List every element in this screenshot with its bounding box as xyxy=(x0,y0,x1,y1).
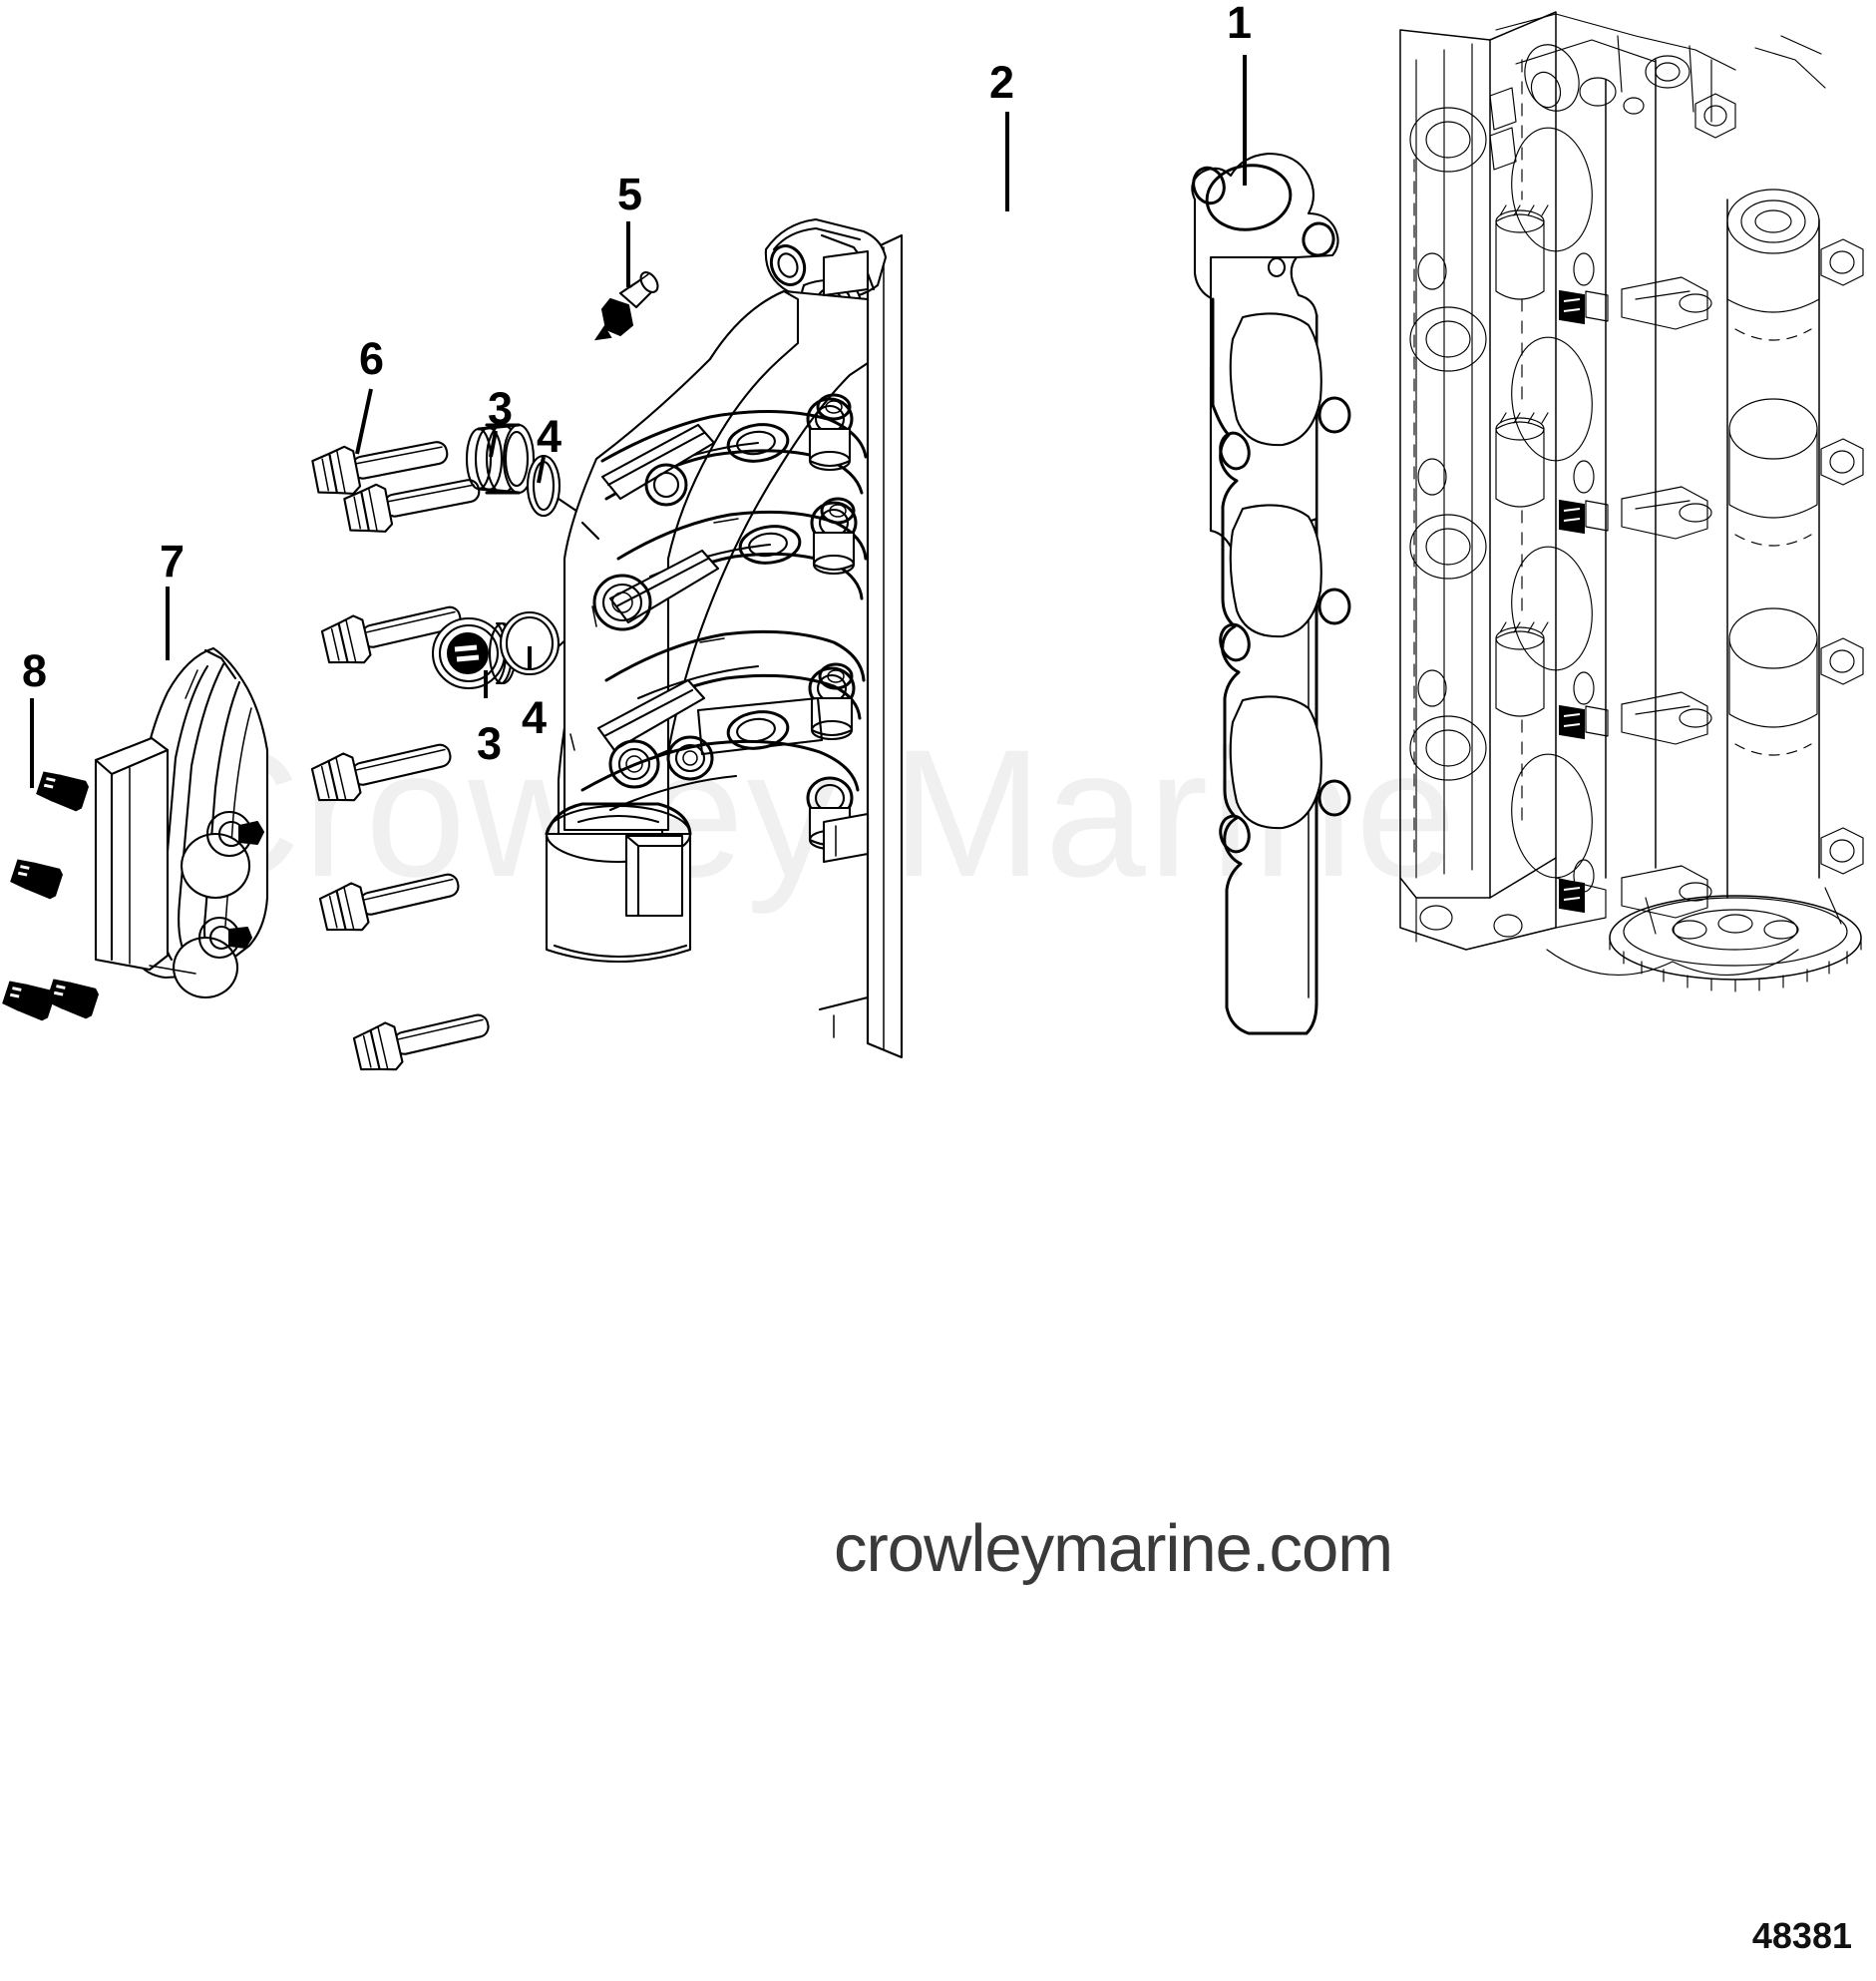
callout-4-lower: 4 xyxy=(522,692,548,743)
part-intake-manifold-cover xyxy=(94,646,269,998)
part-cover-screws xyxy=(2,771,100,1021)
engine-cylinder-head-assembly xyxy=(1399,11,1864,992)
callout-7: 7 xyxy=(160,536,186,587)
callout-leader-lines xyxy=(30,55,1247,788)
part-intake-manifold xyxy=(545,217,904,1059)
callout-3-upper: 3 xyxy=(488,383,514,434)
callout-1: 1 xyxy=(1227,0,1253,48)
callout-3-lower: 3 xyxy=(477,718,503,769)
callout-8: 8 xyxy=(22,645,48,696)
callout-5: 5 xyxy=(617,169,643,219)
diagram-number: 48381 xyxy=(1751,1915,1852,1956)
part-intake-manifold-gasket xyxy=(1191,152,1351,1035)
callout-4-upper: 4 xyxy=(537,411,563,462)
part-elbow-fitting xyxy=(593,271,659,341)
footer-brand-text: crowleymarine.com xyxy=(834,1511,1393,1586)
part-manifold-bolts xyxy=(310,441,490,1071)
callout-2: 2 xyxy=(989,57,1015,108)
callout-6: 6 xyxy=(359,333,385,384)
